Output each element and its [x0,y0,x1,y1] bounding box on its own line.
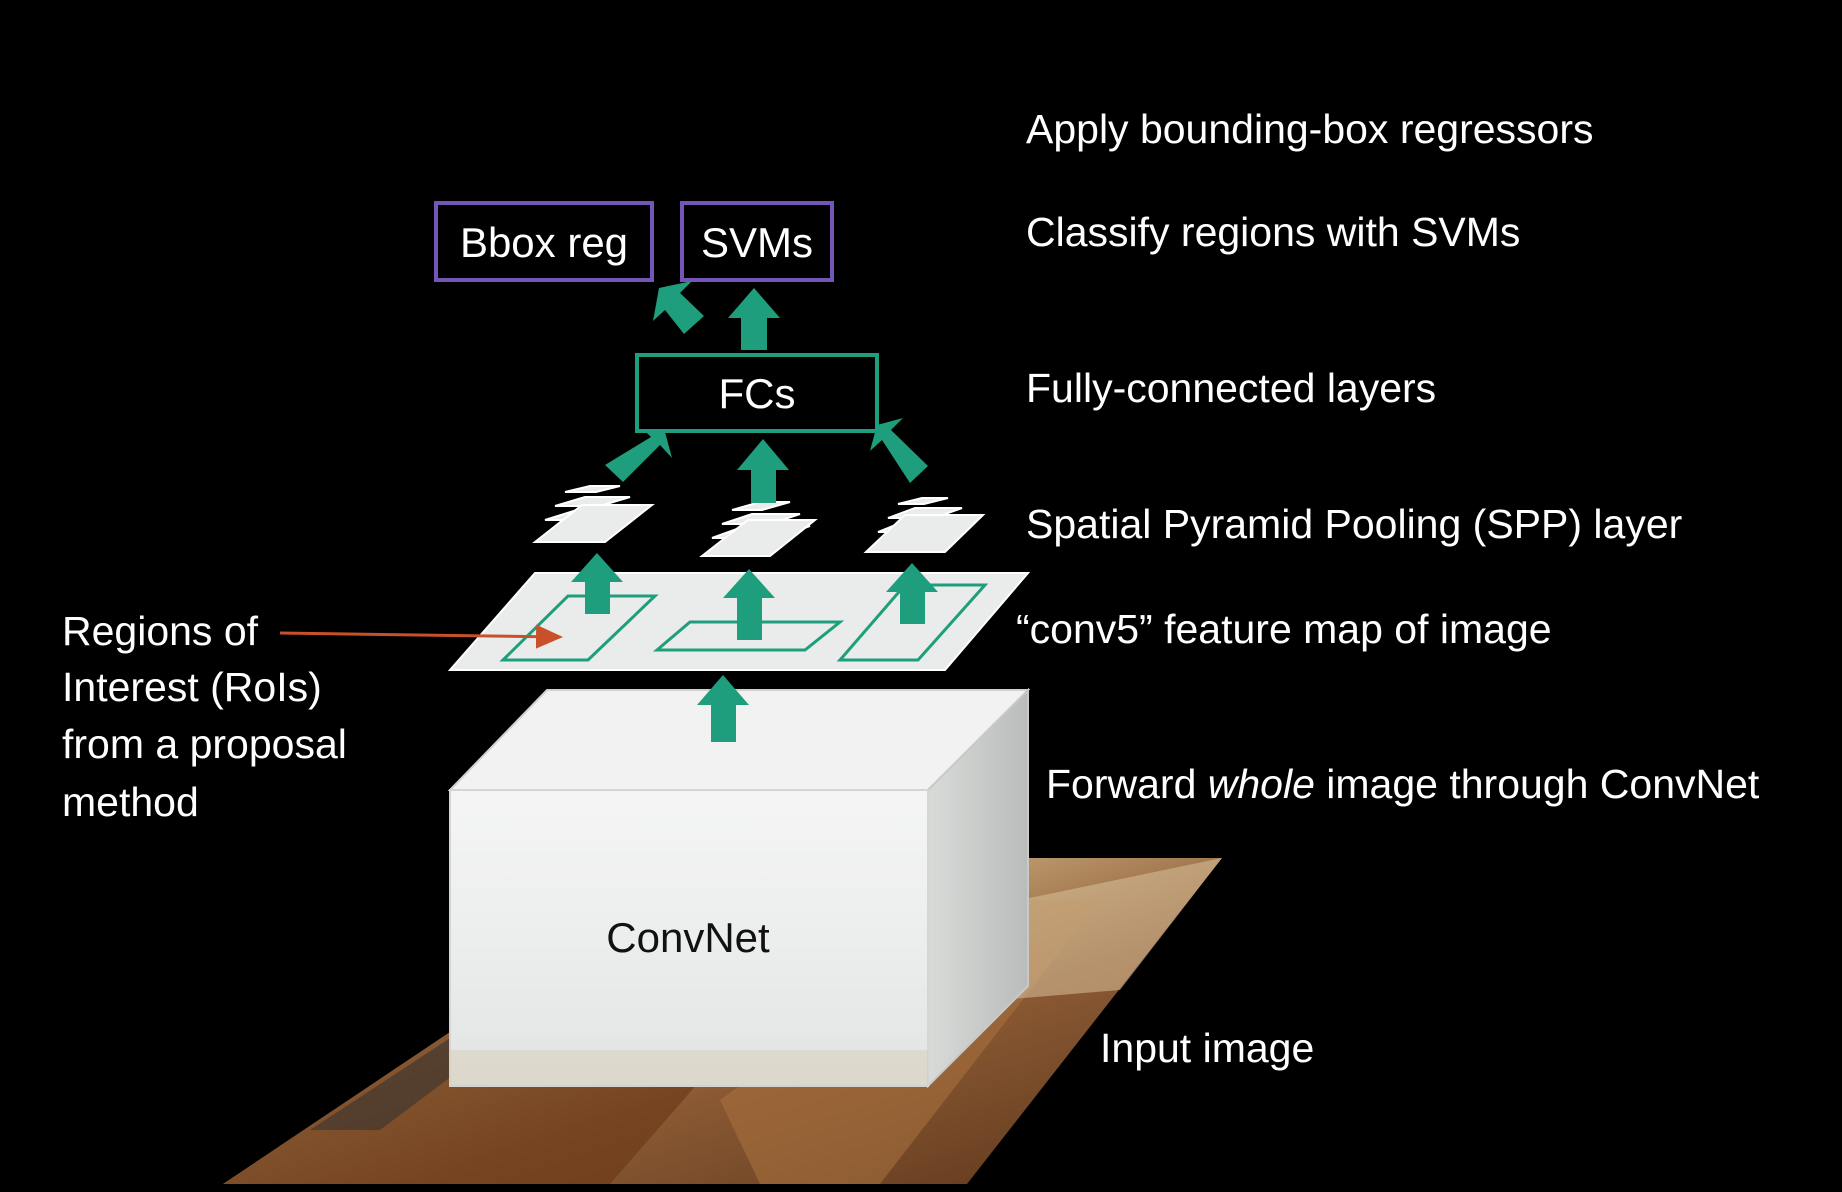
roi-region-center [652,620,845,652]
rois-caption: Regions of Interest (RoIs) from a propos… [62,608,347,825]
svms-box: SVMs [680,201,834,282]
up-arrow-spp-center [737,439,789,503]
fc-box: FCs [635,353,879,433]
label-conv5: “conv5” feature map of image [1016,606,1552,652]
fc-label: FCs [719,370,796,417]
up-arrow-roi-right [886,563,938,624]
label-forward: Forward whole image through ConvNet [1046,761,1760,807]
up-arrow-fc-left [653,281,704,334]
label-bbox-regressors: Apply bounding-box regressors [1026,106,1594,152]
label-classify: Classify regions with SVMs [1026,209,1520,255]
convnet-box: ConvNet [447,687,1031,1089]
svms-label: SVMs [701,219,813,266]
label-input: Input image [1100,1025,1314,1071]
roi-pointer-arrow [279,624,563,649]
rois-caption-line1: Regions of [62,608,259,654]
bbox-reg-box: Bbox reg [434,201,654,282]
label-fully-connected: Fully-connected layers [1026,365,1436,411]
rois-caption-line4: method [62,779,199,825]
spp-stack-left [532,485,655,543]
up-arrow-roi-left [571,553,623,614]
up-arrow-convnet [697,675,749,742]
rois-caption-line2: Interest (RoIs) [62,664,322,710]
up-arrow-roi-center [723,569,775,640]
spp-stack-right [863,497,986,553]
label-spp: Spatial Pyramid Pooling (SPP) layer [1026,501,1682,547]
bbox-reg-label: Bbox reg [460,219,628,266]
stage-labels: Apply bounding-box regressors Classify r… [1016,106,1760,1071]
up-arrow-spp-left [605,425,672,482]
roi-region-left [499,594,659,662]
spp-stack-center [699,501,818,557]
up-arrow-spp-right [870,418,928,483]
convnet-label: ConvNet [606,914,770,961]
up-arrow-fc-right [728,288,780,350]
rois-caption-line3: from a proposal [62,721,347,767]
roi-region-right [836,583,989,662]
